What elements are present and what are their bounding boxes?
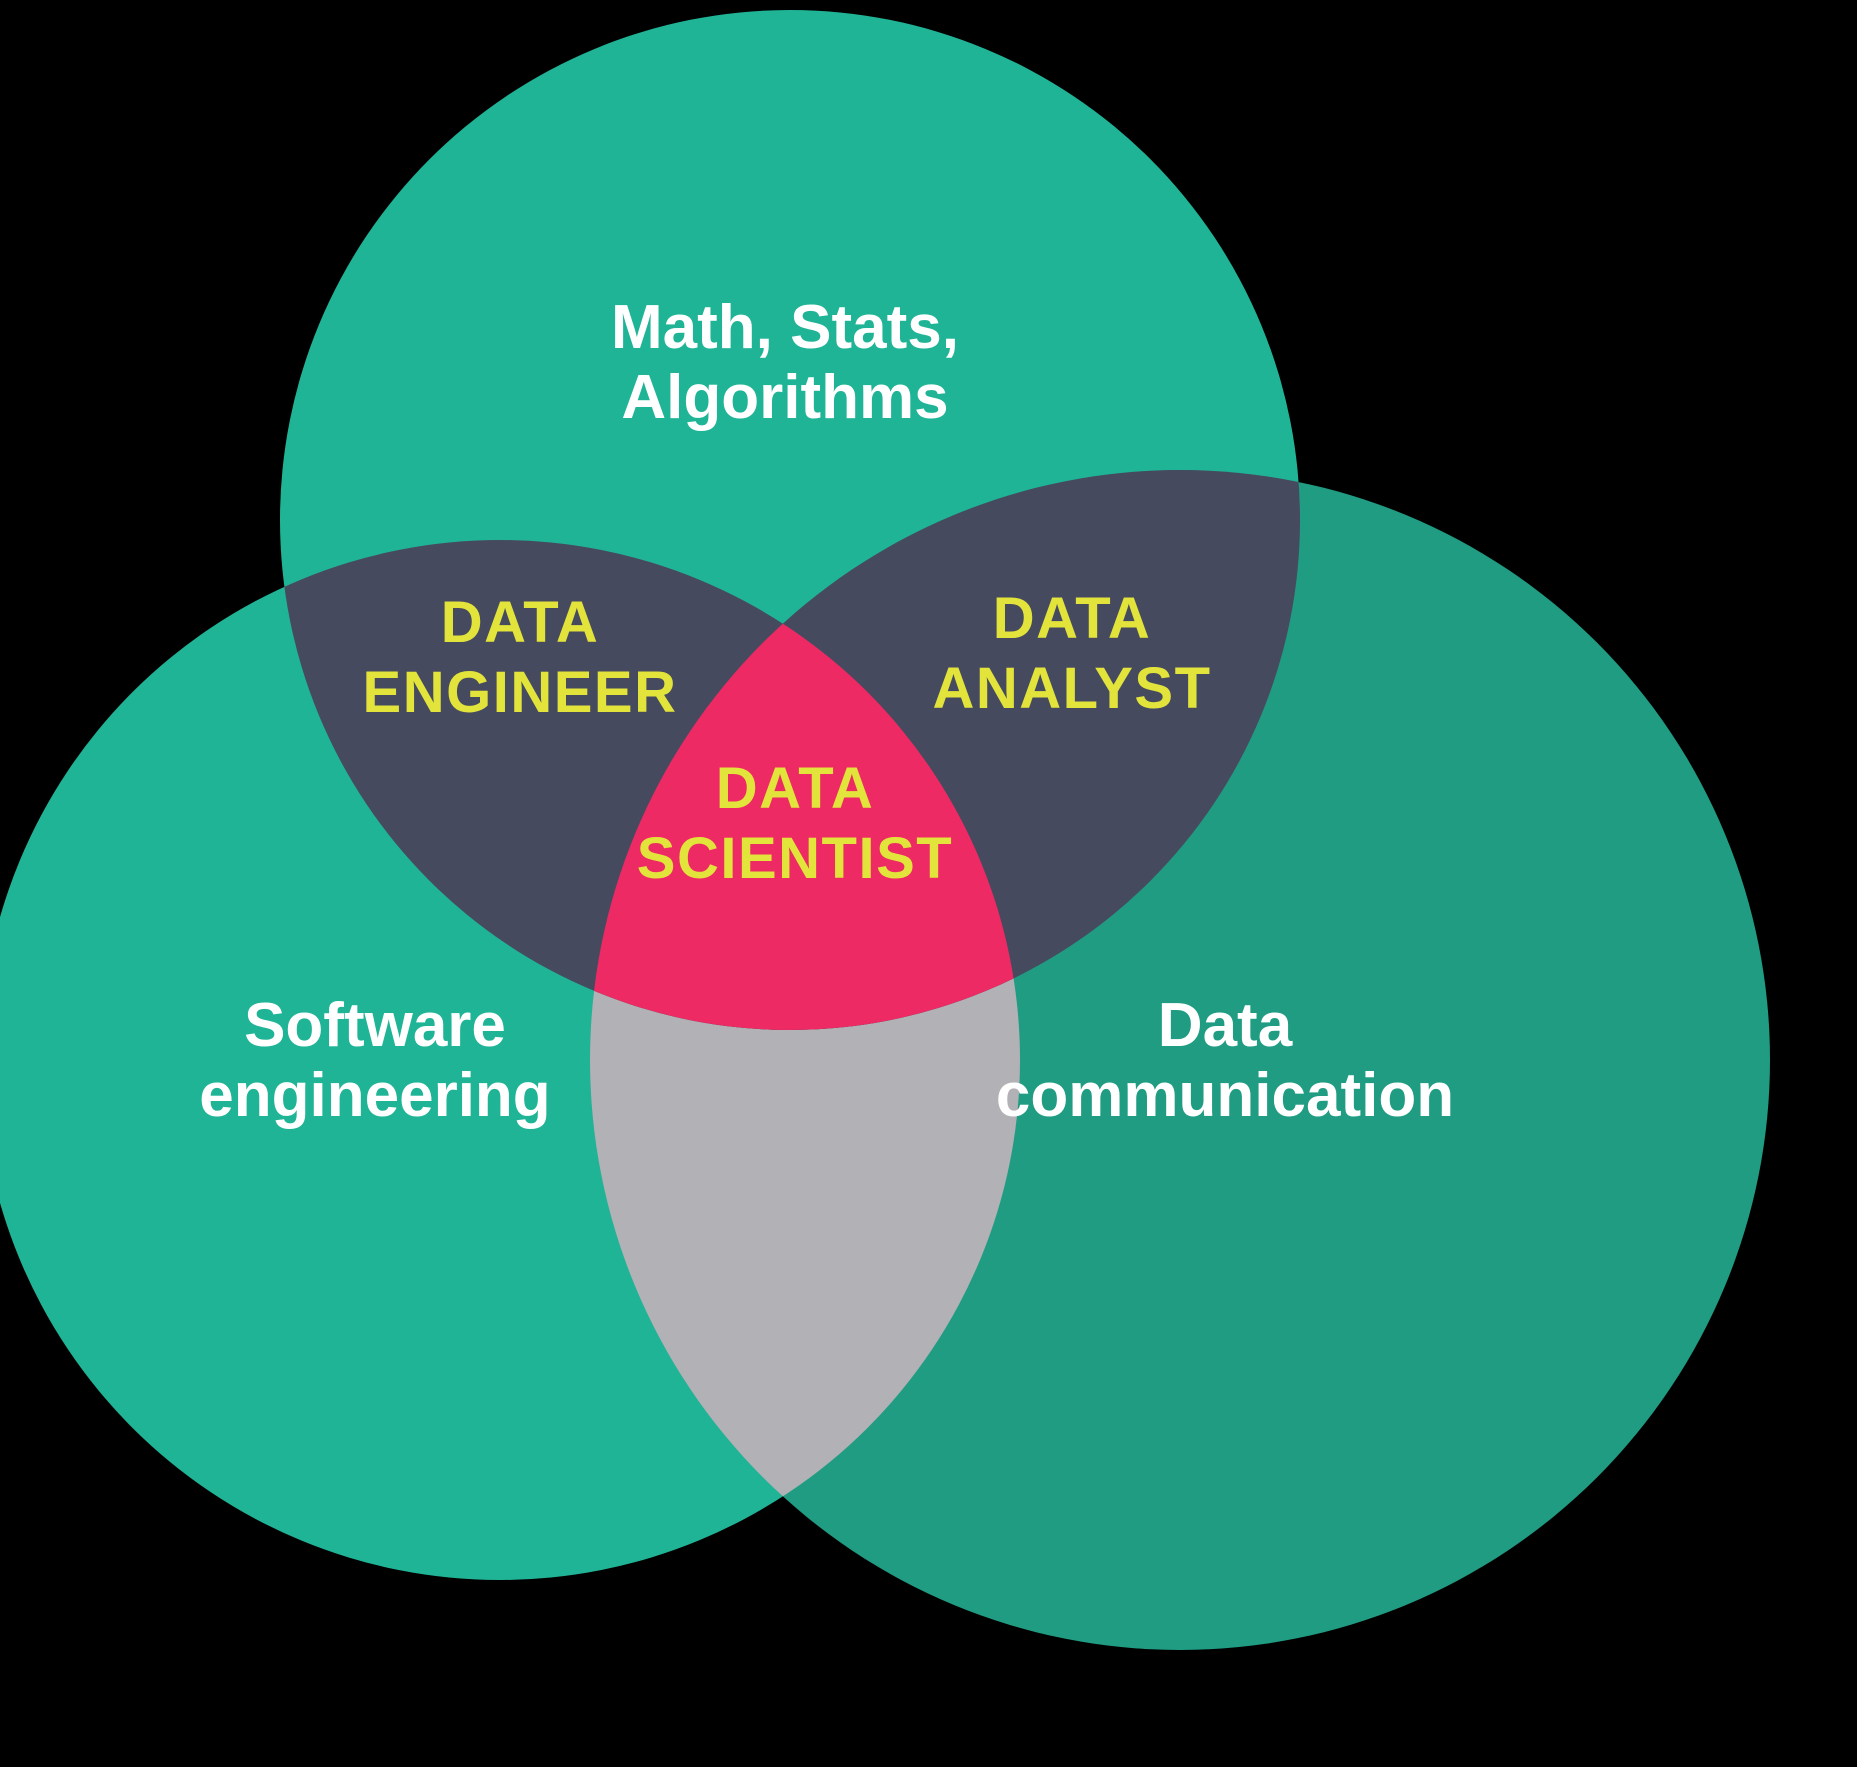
data-scientist-label-line-1: DATA (716, 756, 874, 821)
data-analyst-label-line-1: DATA (993, 586, 1151, 651)
data-engineer-label-line-1: DATA (441, 590, 599, 655)
software-engineering-label-line-1: Software (244, 991, 506, 1060)
data-communication-label-line-1: Data (1158, 991, 1293, 1060)
math-stats-label-line-1: Math, Stats, (611, 293, 959, 362)
data-scientist-label-line-2: SCIENTIST (637, 826, 953, 891)
data-communication-label-line-2: communication (996, 1061, 1454, 1130)
data-analyst-label-line-2: ANALYST (932, 656, 1211, 721)
math-stats-label-line-2: Algorithms (621, 363, 948, 432)
overlap-center-region (590, 540, 1020, 1030)
data-engineer-label-line-2: ENGINEER (363, 660, 678, 725)
software-engineering-label-line-2: engineering (199, 1061, 550, 1130)
